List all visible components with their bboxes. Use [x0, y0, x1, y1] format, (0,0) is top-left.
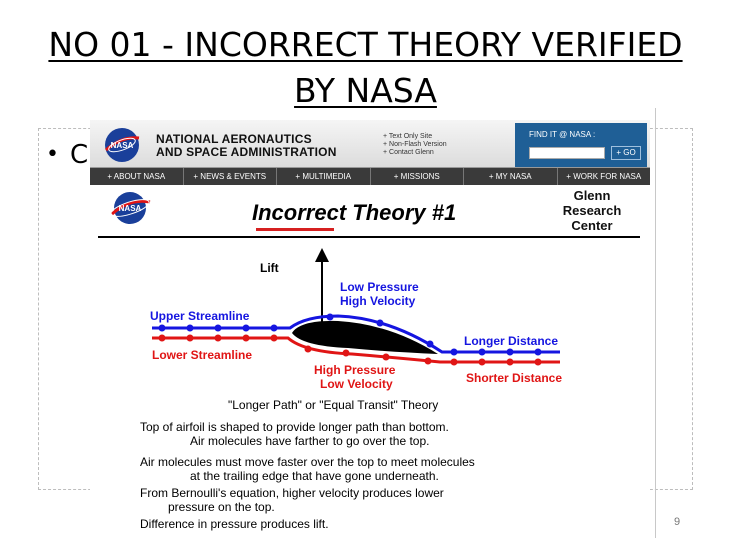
agency-name-line2: AND SPACE ADMINISTRATION: [156, 145, 337, 159]
agency-name-line1: NATIONAL AERONAUTICS: [156, 132, 312, 146]
diagram-title: Incorrect Theory #1: [252, 200, 456, 226]
nav-news-events[interactable]: + NEWS & EVENTS: [184, 168, 277, 185]
low-pressure-label: Low Pressure: [340, 280, 419, 294]
explanation-1-line1: Top of airfoil is shaped to provide long…: [140, 420, 449, 434]
nasa-webpage-image: NASA NATIONAL AERONAUTICS AND SPACE ADMI…: [90, 120, 650, 542]
theory-name: "Longer Path" or "Equal Transit" Theory: [228, 398, 439, 412]
nav-multimedia[interactable]: + MULTIMEDIA: [277, 168, 371, 185]
search-input[interactable]: [529, 147, 605, 159]
high-velocity-label: High Velocity: [340, 294, 416, 308]
airfoil-diagram: [152, 248, 560, 366]
slide-divider: [655, 108, 656, 538]
nav-work-for-nasa[interactable]: + WORK FOR NASA: [566, 172, 642, 181]
title-underline: [256, 228, 334, 231]
shorter-distance-label: Shorter Distance: [466, 371, 563, 385]
airfoil-shape: [292, 320, 438, 354]
text-only-link[interactable]: + Text Only Site: [383, 133, 433, 140]
agency-name: NATIONAL AERONAUTICS AND SPACE ADMINISTR…: [156, 133, 337, 159]
explanation-2-line1: Air molecules must move faster over the …: [140, 455, 475, 469]
explanation-1: Top of airfoil is shaped to provide long…: [140, 420, 449, 448]
explanation-3-line2: pressure on the top.: [168, 500, 275, 514]
lift-label: Lift: [260, 261, 279, 275]
center-name-line2: Research: [562, 203, 622, 218]
svg-text:NASA: NASA: [119, 204, 142, 213]
nav-about-nasa[interactable]: + ABOUT NASA: [90, 168, 184, 185]
find-it-box: FIND IT @ NASA : + GO: [515, 123, 647, 167]
page-number: 9: [674, 516, 681, 528]
upper-molecules: [158, 313, 542, 356]
center-name: Glenn Research Center: [552, 188, 632, 233]
slide-title-line2: BY NASA: [294, 71, 437, 110]
slide-title-line1: NO 01 - INCORRECT THEORY VERIFIED: [48, 25, 683, 64]
nav-missions[interactable]: + MISSIONS: [371, 168, 464, 185]
explanation-4: Difference in pressure produces lift.: [140, 517, 329, 531]
svg-text:NASA: NASA: [111, 141, 134, 150]
explanation-2: Air molecules must move faster over the …: [140, 455, 475, 483]
nasa-logo-icon: NASA: [110, 192, 151, 224]
lower-molecules: [158, 334, 542, 366]
find-label: FIND IT @ NASA :: [529, 130, 596, 139]
nav-bar: + ABOUT NASA + NEWS & EVENTS + MULTIMEDI…: [90, 168, 650, 185]
high-pressure-label: High Pressure: [314, 363, 396, 377]
explanation-2-line2: at the trailing edge that have gone unde…: [190, 469, 439, 483]
bullet-symbol: •: [46, 142, 59, 167]
explanation-3: From Bernoulli's equation, higher veloci…: [140, 486, 444, 514]
nasa-header: NASA NATIONAL AERONAUTICS AND SPACE ADMI…: [90, 120, 650, 168]
lift-arrow-head: [315, 248, 329, 262]
low-velocity-label: Low Velocity: [320, 377, 393, 391]
explanation-1-line2: Air molecules have farther to go over th…: [190, 434, 430, 448]
upper-streamline-label: Upper Streamline: [150, 309, 250, 323]
slide-title: NO 01 - INCORRECT THEORY VERIFIED BY NAS…: [0, 22, 731, 114]
center-name-line3: Center: [571, 218, 613, 233]
header-links: + Text Only Site + Non-Flash Version + C…: [383, 133, 447, 157]
explanation-3-line1: From Bernoulli's equation, higher veloci…: [140, 486, 444, 500]
title-word-incorrect: Incorrect: [252, 200, 347, 225]
upper-streamline: [152, 314, 560, 354]
nasa-meatball-logo-icon: NASA: [105, 128, 140, 162]
title-rest: Theory #1: [352, 200, 457, 225]
explanation-4-line1: Difference in pressure produces lift.: [140, 517, 329, 531]
go-button[interactable]: + GO: [611, 146, 641, 160]
nav-my-nasa[interactable]: + MY NASA: [464, 168, 558, 185]
title-rule: [98, 236, 640, 238]
lower-streamline: [152, 336, 560, 364]
bullet-text: C: [70, 140, 89, 170]
non-flash-link[interactable]: + Non-Flash Version: [383, 141, 447, 148]
center-name-line1: Glenn: [573, 188, 611, 203]
lower-streamline-label: Lower Streamline: [152, 348, 253, 362]
longer-distance-label: Longer Distance: [464, 334, 559, 348]
contact-glenn-link[interactable]: + Contact Glenn: [383, 149, 434, 156]
